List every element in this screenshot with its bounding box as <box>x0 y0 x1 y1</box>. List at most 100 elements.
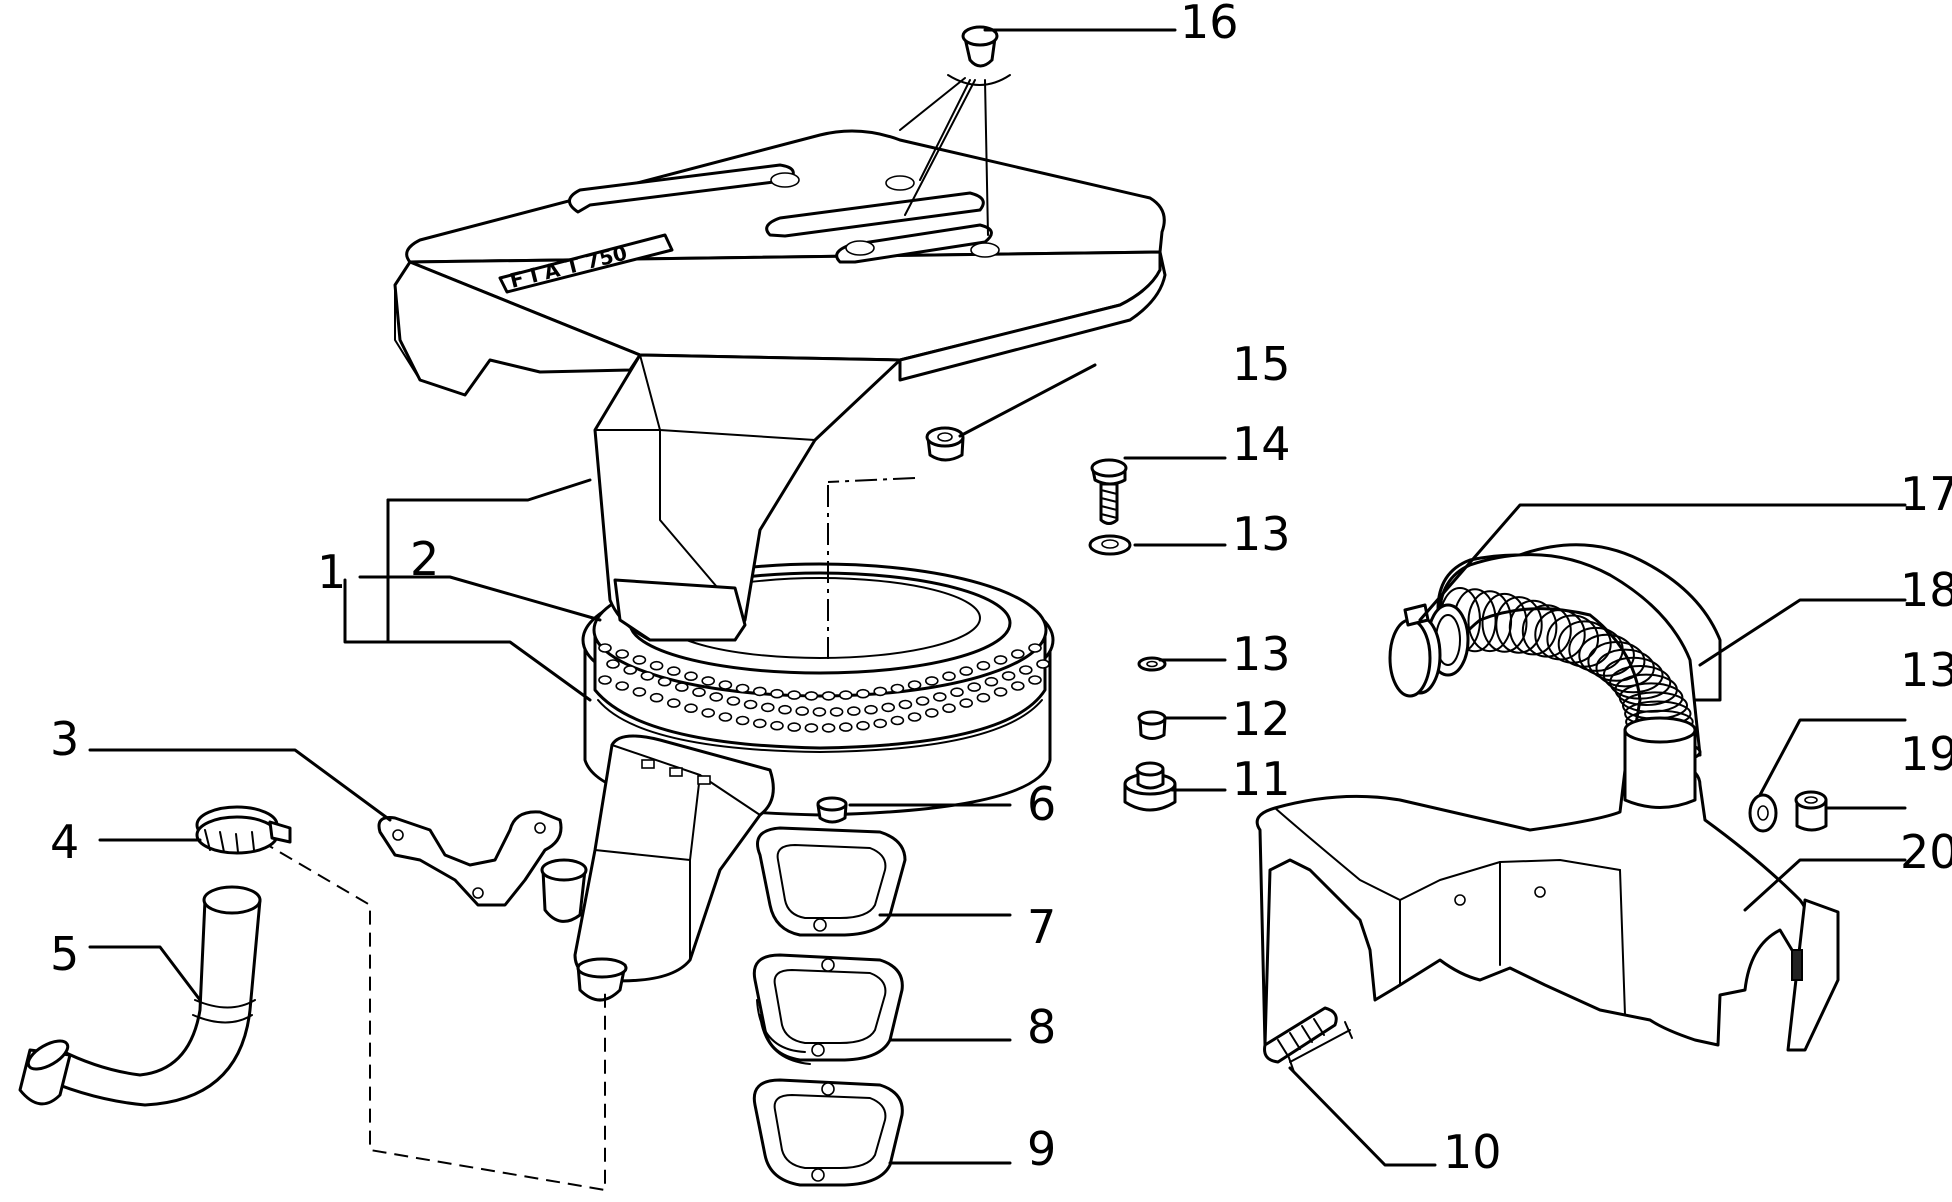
perforation-hole <box>760 702 775 713</box>
label-2: 2 <box>410 532 439 586</box>
perforation-hole <box>649 692 664 703</box>
perforation-hole <box>684 671 698 682</box>
mounting-bracket <box>377 810 563 907</box>
perforation-hole <box>632 687 647 697</box>
perforation-hole <box>890 715 905 726</box>
perforation-hole <box>684 703 698 714</box>
perforation-hole <box>632 655 647 665</box>
perforation-hole <box>1010 649 1025 659</box>
perforation-hole <box>924 708 939 718</box>
perforation-hole <box>950 687 964 698</box>
perforation-hole <box>598 643 612 653</box>
perforation-hole <box>718 680 733 690</box>
perforation-hole <box>829 707 844 717</box>
perforation-hole <box>942 671 956 682</box>
perforation-hole <box>735 683 750 694</box>
label-13b: 13 <box>1900 643 1952 697</box>
threaded-stud <box>1263 1006 1353 1073</box>
perforation-hole <box>770 688 784 699</box>
perforation-hole <box>873 686 888 697</box>
perforation-hole <box>864 704 878 715</box>
corrugation-ring <box>1587 641 1646 682</box>
perforation-hole <box>674 682 689 692</box>
perforation-hole <box>778 704 792 715</box>
label-10: 10 <box>1443 1125 1502 1179</box>
perforation-hole <box>787 722 802 732</box>
perforation-hole <box>856 720 870 731</box>
corrugation-ring <box>1602 656 1664 694</box>
perforation-hole <box>838 722 853 732</box>
corrugation-ring <box>1546 614 1599 664</box>
label-15: 14 <box>1232 417 1291 471</box>
label-12: 12 <box>1232 692 1291 746</box>
label-19: 18 <box>1900 563 1952 617</box>
perforation-hole <box>993 687 1008 697</box>
perforation-hole <box>924 676 939 686</box>
perforation-hole <box>976 692 991 703</box>
perforation-hole <box>1010 681 1025 691</box>
label-6: 6 <box>1027 777 1056 831</box>
perforation-hole <box>881 702 896 713</box>
nut-bolt-washer <box>925 426 1132 556</box>
perforation-hole <box>615 649 630 659</box>
perforation-hole <box>1028 675 1042 685</box>
perforation-hole <box>735 715 750 726</box>
perforation-hole <box>856 688 870 699</box>
callout-numbers: 16 15 14 13 13 12 11 17 18 13 19 20 10 6… <box>50 0 1952 1179</box>
perforation-hole <box>812 707 827 717</box>
perforation-hole <box>701 676 716 686</box>
hose-corrugations <box>1439 587 1695 741</box>
perforation-hole <box>907 712 922 722</box>
perforation-hole <box>976 660 991 671</box>
corrugation-ring <box>1609 665 1672 700</box>
perforation-hole <box>907 680 922 690</box>
perforation-hole <box>615 681 630 691</box>
perforation-hole <box>623 665 638 675</box>
perforation-hole <box>959 698 974 708</box>
elbow-hose <box>18 885 262 1107</box>
perforation-hole <box>898 699 913 710</box>
perforation-hole <box>718 712 733 722</box>
perforation-hole <box>932 692 947 702</box>
corrugation-ring <box>1578 633 1635 677</box>
perforation-hole <box>752 686 767 697</box>
label-4: 4 <box>50 815 79 869</box>
washer-spacer-grommet <box>1123 656 1177 812</box>
perforation-hole <box>640 671 655 681</box>
label-13a: 13 <box>1232 627 1291 681</box>
perforation-hole <box>649 660 664 671</box>
corrugation-ring <box>1481 592 1528 653</box>
perforation-hole <box>804 691 819 701</box>
label-5: 5 <box>50 927 79 981</box>
perforation-hole <box>846 706 861 716</box>
callout-leaders <box>88 28 1907 1167</box>
duct-shroud <box>1255 716 1840 1052</box>
label-18: 17 <box>1900 467 1952 521</box>
cover-screw <box>899 25 1011 236</box>
perforation-hole <box>709 692 724 702</box>
assembly-lines <box>241 477 916 1192</box>
perforation-hole <box>993 655 1008 665</box>
label-21: 20 <box>1900 825 1952 879</box>
hose-clamp <box>195 805 292 855</box>
perforation-hole <box>666 666 681 676</box>
perforation-hole <box>838 690 853 700</box>
perforation-hole <box>890 683 905 694</box>
perforation-hole <box>1028 643 1042 653</box>
perforation-hole <box>959 666 974 676</box>
perforation-hole <box>1036 659 1050 669</box>
perforation-hole <box>804 723 819 733</box>
perforation-hole <box>942 703 956 714</box>
gasket-stack <box>752 796 907 1187</box>
perforation-hole <box>701 708 716 718</box>
label-20: 19 <box>1900 727 1952 781</box>
label-3: 3 <box>50 712 79 766</box>
label-17: 16 <box>1180 0 1239 49</box>
perforation-hole <box>666 698 681 708</box>
perforation-hole <box>795 706 810 716</box>
label-8: 8 <box>1027 1000 1056 1054</box>
perforation-hole <box>821 723 836 733</box>
perforation-hole <box>1019 665 1033 675</box>
perforation-hole <box>821 691 836 701</box>
